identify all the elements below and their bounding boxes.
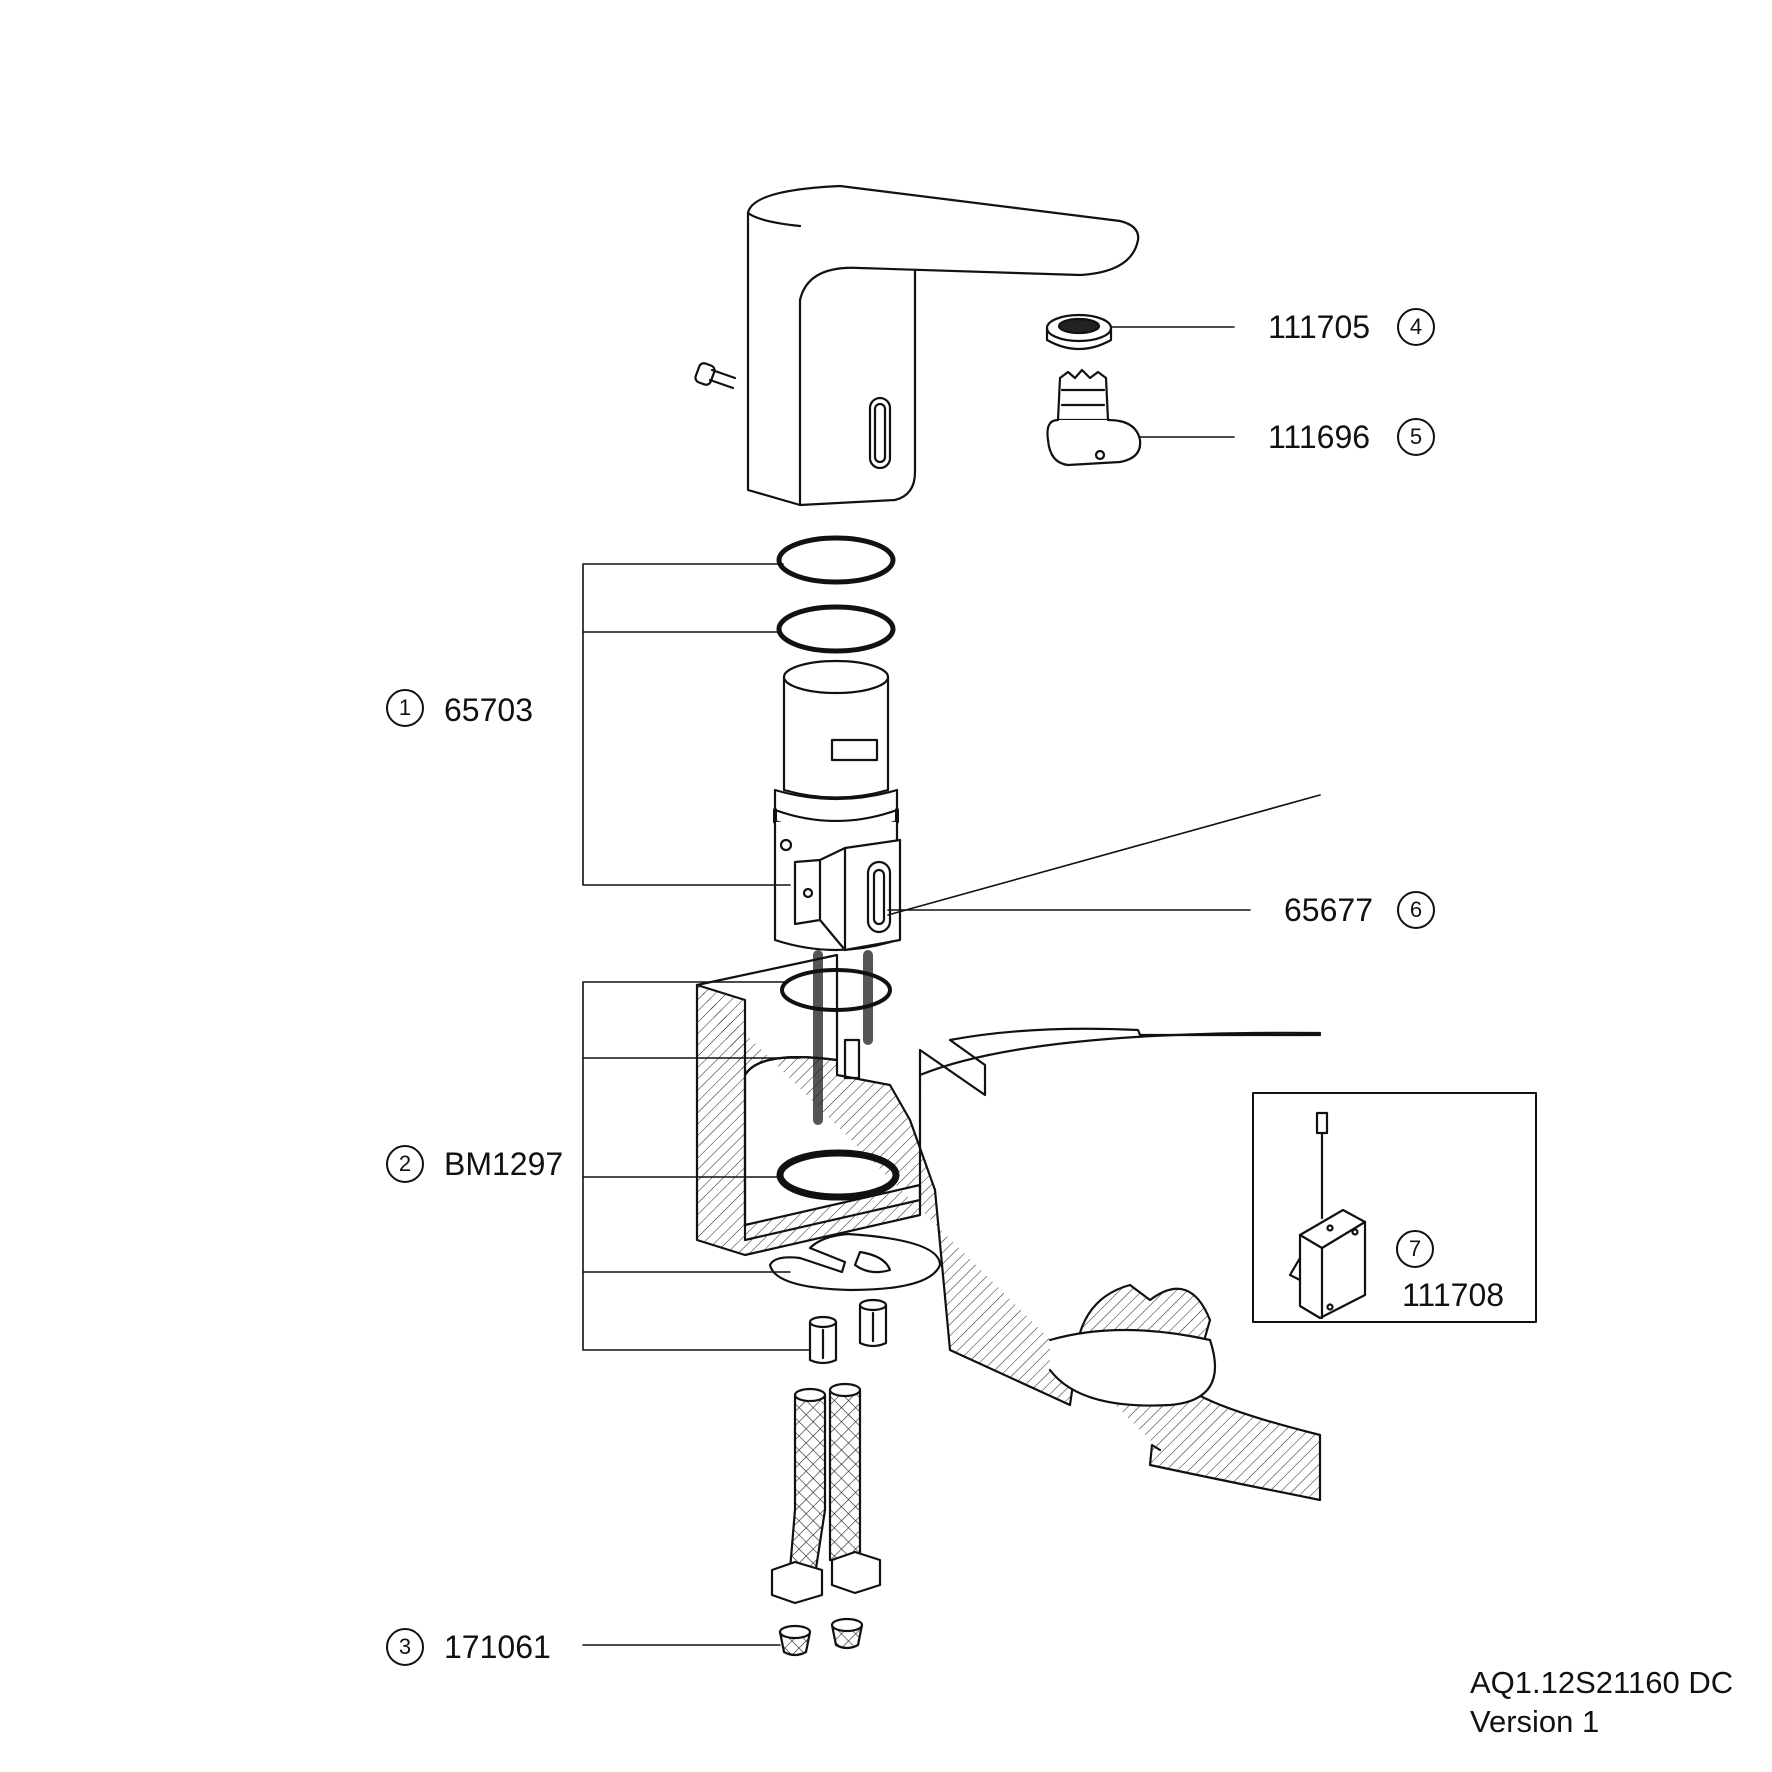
drawing-version: Version 1 [1470, 1704, 1600, 1739]
callout-3-circle: 3 [386, 1628, 424, 1666]
o-ring-upper-1 [776, 535, 896, 585]
callout-7-circle: 7 [1396, 1230, 1434, 1268]
callout-5-part: 111696 [1268, 419, 1371, 455]
o-ring-lower [776, 1149, 900, 1201]
callout-4-circle: 4 [1397, 308, 1435, 346]
battery-module-icon [1288, 1111, 1367, 1320]
callout-1-circle: 1 [386, 689, 424, 727]
hex-nuts-icon [808, 1298, 888, 1365]
callout-6-part: 65677 [1284, 892, 1373, 928]
aerator-key-icon [1046, 368, 1235, 467]
callout-5-circle: 5 [1397, 418, 1435, 456]
sensor-cartridge-icon [773, 659, 902, 952]
filter-strainer-icon [778, 1617, 864, 1657]
countertop-section-icon [695, 953, 1322, 1502]
leader-lines [582, 563, 1321, 1646]
drawing-code: AQ1.12S21160 DC [1470, 1665, 1734, 1700]
o-ring-upper-2 [776, 604, 896, 654]
callout-4-part: 111705 [1268, 309, 1371, 345]
aerator-insert-icon [1045, 313, 1235, 350]
callout-6-circle: 6 [1397, 891, 1435, 929]
callout-3-part: 171061 [444, 1629, 551, 1665]
callout-7-part: 111708 [1402, 1277, 1505, 1313]
horseshoe-washer-icon [768, 1232, 942, 1292]
braided-hose-icon [770, 1382, 882, 1605]
callout-1-part: 65703 [444, 692, 533, 728]
faucet-body-icon [746, 184, 1140, 507]
battery-module-box [1252, 1092, 1537, 1323]
set-screw-icon [694, 362, 737, 390]
callout-2-circle: 2 [386, 1145, 424, 1183]
callout-2-part: BM1297 [444, 1146, 564, 1182]
